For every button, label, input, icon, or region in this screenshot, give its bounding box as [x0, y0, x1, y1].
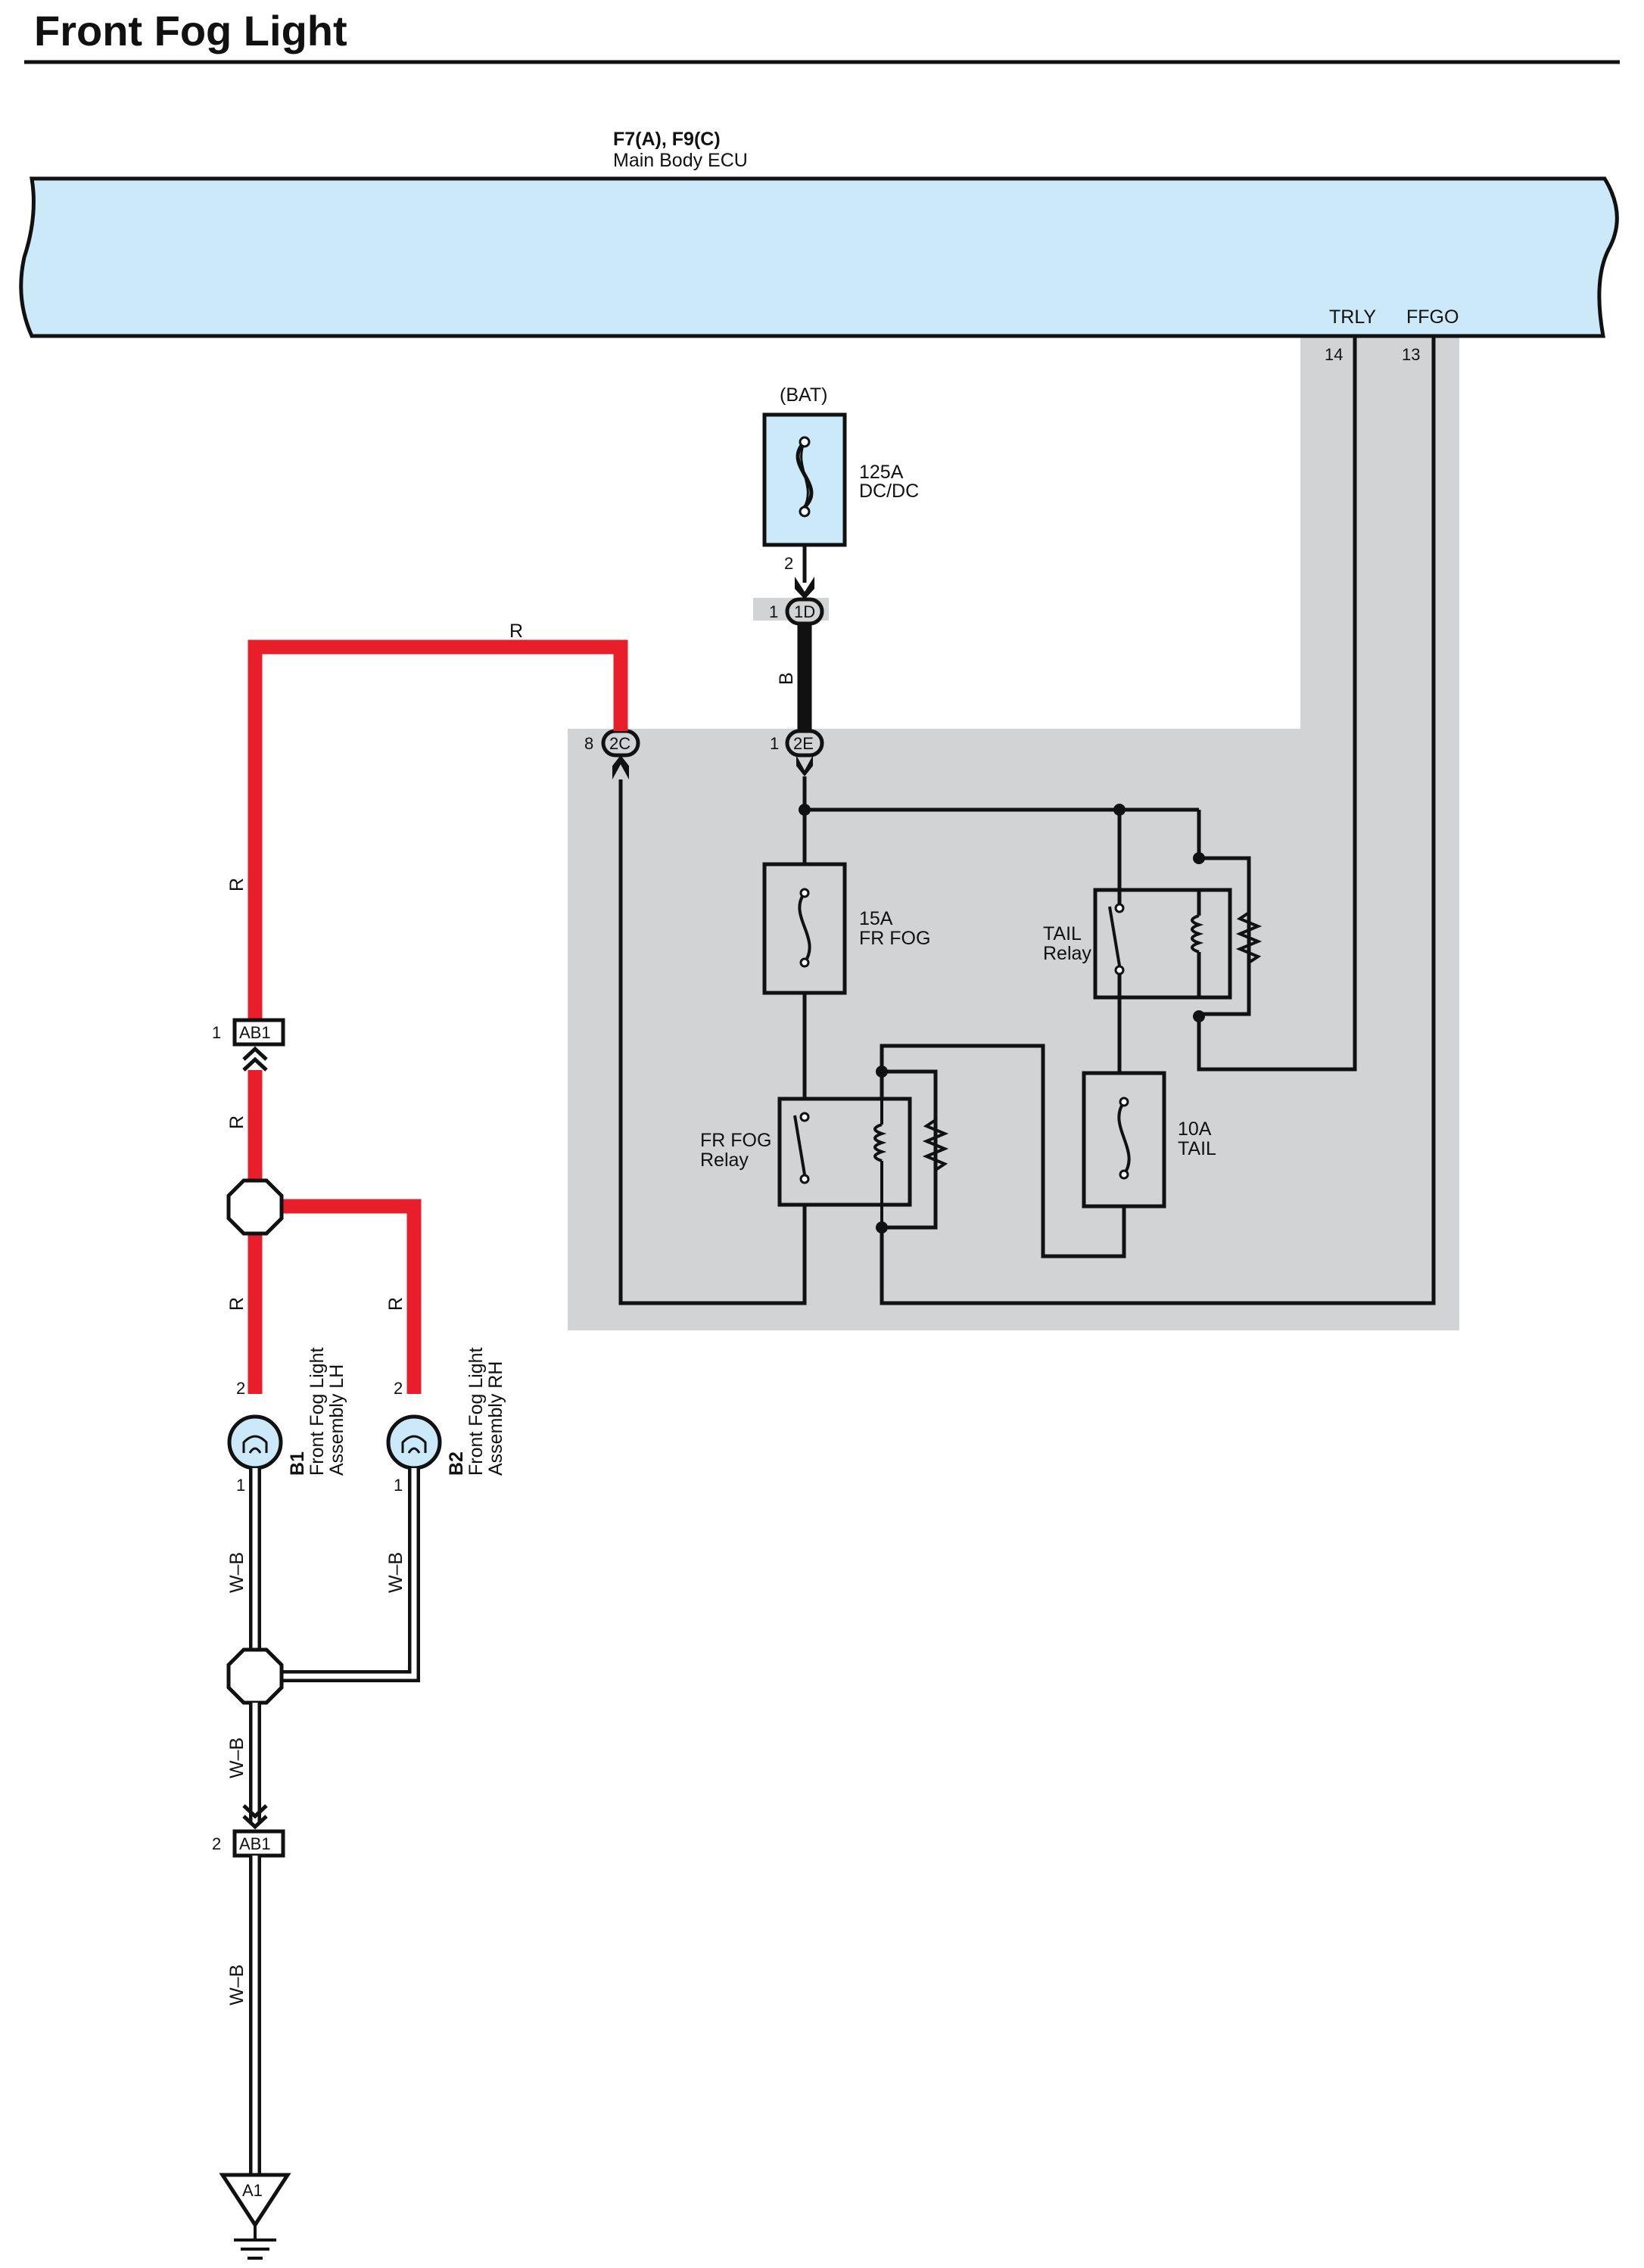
junction-block: [568, 331, 1459, 1330]
fuse-125a-rating: 125A: [859, 462, 904, 483]
connector-1d-id: 1D: [794, 602, 815, 621]
light-lh-pin-bottom: 1: [236, 1476, 245, 1495]
terminal-ffgo-label: FFGO: [1406, 306, 1459, 328]
tail-relay-line2: Relay: [1043, 943, 1091, 964]
terminal-ffgo-pin: 13: [1402, 345, 1420, 364]
wire-wb-label-mid: W–B: [226, 1738, 248, 1778]
ground-a1-id: A1: [242, 2181, 263, 2200]
fuse-tail-name: TAIL: [1178, 1138, 1216, 1159]
light-rh-name1: Front Fog Light: [465, 1347, 487, 1476]
light-lh-name1: Front Fog Light: [307, 1347, 328, 1476]
fuse-125a: [762, 412, 847, 547]
connector-ab1-top: [232, 1018, 285, 1047]
splice-ground: [226, 1647, 284, 1705]
connector-1d-pin: 1: [769, 602, 778, 621]
connector-ab1-top-pin: 1: [212, 1023, 221, 1042]
fr-fog-relay-line1: FR FOG: [700, 1130, 771, 1151]
fr-fog-relay-line2: Relay: [700, 1150, 749, 1171]
battery-label: (BAT): [780, 384, 827, 406]
light-lh-code: B1: [287, 1451, 308, 1476]
connector-2e-pin: 1: [770, 734, 779, 753]
light-lh-name2: Assembly LH: [326, 1364, 347, 1476]
ecu-name: Main Body ECU: [613, 150, 748, 171]
wire-b-label: B: [776, 672, 797, 685]
tail-relay-line1: TAIL: [1043, 923, 1082, 944]
wire-r-label-top: R: [509, 621, 523, 642]
light-rh-pin-top: 2: [394, 1379, 403, 1398]
connector-2c-pin: 8: [584, 734, 593, 753]
light-rh-code: B2: [446, 1451, 467, 1476]
wire-wb-label-rh: W–B: [385, 1552, 406, 1593]
connector-2e: [785, 729, 824, 758]
fuse-125a-name: DC/DC: [859, 481, 919, 502]
light-lh-pin-top: 2: [236, 1379, 245, 1398]
wire-wb-label-bottom: W–B: [226, 1965, 248, 2005]
splice-red: [226, 1178, 284, 1236]
ffgo-wire: [880, 336, 1436, 1305]
ecu-connectors: F7(A), F9(C): [613, 129, 721, 150]
connector-ab1-bottom-pin: 2: [212, 1834, 221, 1853]
page-title: Front Fog Light: [34, 7, 347, 54]
fuse-fr-fog-rating: 15A: [859, 908, 893, 929]
fuse-fr-fog-name: FR FOG: [859, 928, 930, 949]
fuse-125a-pin: 2: [784, 554, 793, 573]
wire-r-label-rh: R: [385, 1297, 406, 1311]
fuse-125a-element-inner: [800, 441, 809, 508]
fuse-tail-rating: 10A: [1178, 1118, 1212, 1140]
arrow-to-1d: [795, 577, 814, 599]
fog-light-lh: [227, 1414, 283, 1470]
wire-r-top: [248, 639, 628, 1020]
main-body-ecu: [19, 176, 1619, 338]
terminal-trly-pin: 14: [1325, 345, 1343, 364]
trly-wire: [1197, 336, 1357, 1072]
terminal-trly-label: TRLY: [1329, 306, 1376, 328]
ground-a1: [219, 2173, 291, 2229]
connector-2e-id: 2E: [793, 734, 814, 753]
connector-ab1-top-id: AB1: [239, 1023, 271, 1042]
fog-light-rh: [386, 1414, 442, 1470]
fr-fog-output-wire: [618, 779, 807, 1305]
tail-relay: [1093, 888, 1232, 1000]
internal-bus: [802, 776, 1251, 1016]
light-rh-name2: Assembly RH: [485, 1361, 506, 1476]
wire-wb-label-lh: W–B: [226, 1552, 248, 1593]
light-rh-pin-bottom: 1: [394, 1476, 403, 1495]
fr-fog-relay: [777, 1097, 912, 1207]
wire-r-label-mid: R: [226, 1115, 248, 1129]
connector-ab1-bottom-id: AB1: [239, 1834, 271, 1853]
wire-r-label-left: R: [226, 878, 248, 891]
connector-2c-id: 2C: [609, 734, 631, 753]
wire-r-label-lh: R: [226, 1297, 248, 1311]
